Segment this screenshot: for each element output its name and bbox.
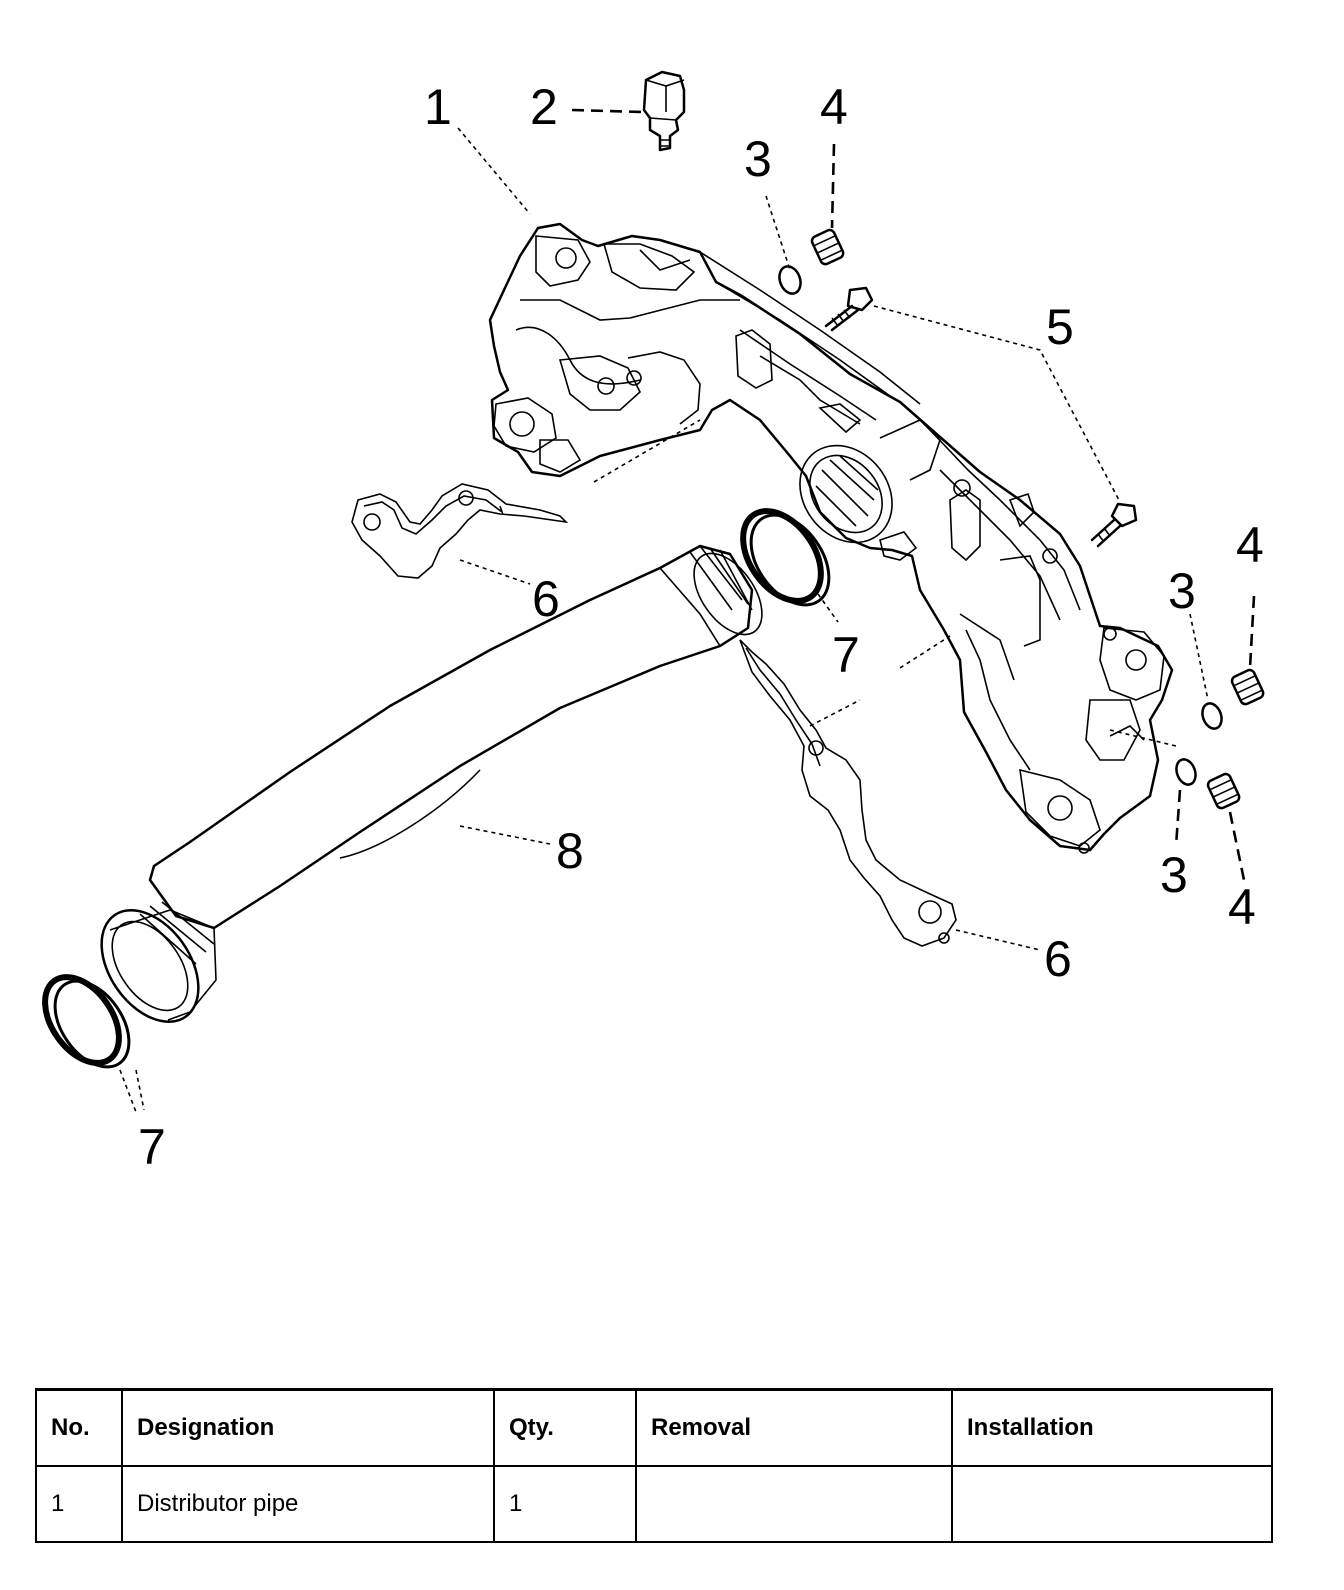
callout-3: 3 [744,131,772,187]
callout-2: 2 [530,79,558,135]
connecting-pipe-part [100,544,763,1023]
callout-4: 4 [1228,879,1256,935]
callout-7: 7 [832,627,860,683]
callout-5: 5 [1046,299,1074,355]
header-qty: Qty. [493,1388,637,1467]
table-row: 1 Distributor pipe 1 [35,1465,1273,1543]
callout-4: 4 [820,79,848,135]
gasket-parts [351,483,957,947]
callout-6: 6 [532,571,560,627]
callout-3: 3 [1168,563,1196,619]
parts-table: No. Designation Qty. Removal Installatio… [35,1388,1273,1543]
callout-1: 1 [424,79,452,135]
bolt-parts [824,286,1138,548]
header-designation: Designation [121,1388,495,1467]
cell-removal [635,1465,953,1543]
table-header-row: No. Designation Qty. Removal Installatio… [35,1388,1273,1467]
distributor-housing-part [488,222,1174,854]
callout-4: 4 [1236,517,1264,573]
callout-3: 3 [1160,847,1188,903]
sealing-ring-parts [778,265,1223,786]
callout-8: 8 [556,823,584,879]
callout-6: 6 [1044,931,1072,987]
callout-7: 7 [138,1119,166,1175]
temperature-sensor-part [642,70,686,152]
screw-plug-parts [810,228,1265,810]
cell-installation [951,1465,1273,1543]
callout-labels: 1 2 3 4 5 6 7 8 3 4 3 4 6 7 [138,79,1264,1175]
cell-no: 1 [35,1465,123,1543]
header-installation: Installation [951,1388,1273,1467]
header-no: No. [35,1388,123,1467]
header-removal: Removal [635,1388,953,1467]
exploded-parts-diagram: 1 2 3 4 5 6 7 8 3 4 3 4 6 7 [42,70,1265,1175]
cell-designation: Distributor pipe [121,1465,495,1543]
leader-lines [119,108,1256,1113]
o-ring-parts [42,508,831,1069]
cell-qty: 1 [493,1465,637,1543]
